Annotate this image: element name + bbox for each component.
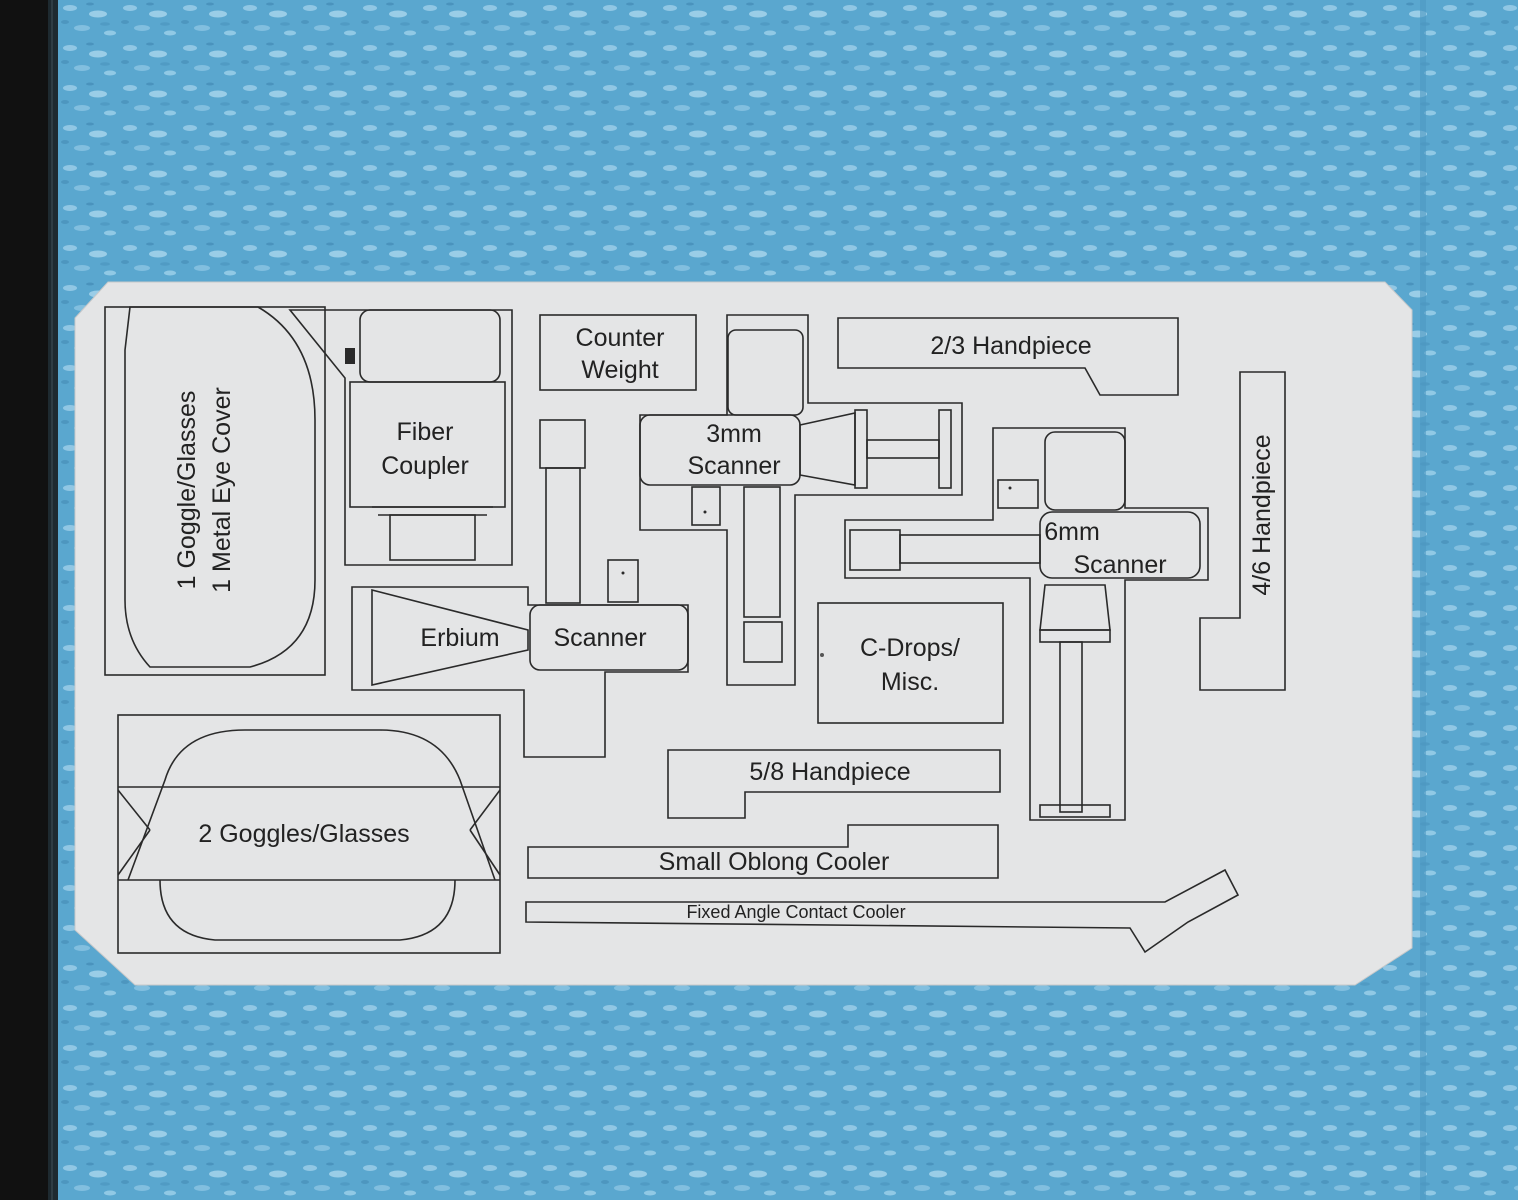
counter-weight-label-2: Weight (581, 356, 658, 384)
fiber-coupler-label-2: Coupler (381, 452, 469, 480)
handpiece-5-8-label: 5/8 Handpiece (749, 758, 910, 786)
case-frame (0, 0, 48, 1200)
erbium-label: Erbium (420, 624, 499, 652)
goggle-eye-cover-label-2: 1 Metal Eye Cover (208, 387, 236, 593)
c-drops-label-2: Misc. (881, 668, 939, 696)
counter-weight-label-1: Counter (576, 324, 665, 352)
handpiece-4-6-label: 4/6 Handpiece (1248, 434, 1276, 595)
goggle-eye-cover-label-1: 1 Goggle/Glasses (173, 391, 201, 590)
c-drops-label-1: C-Drops/ (860, 634, 960, 662)
scanner-6mm-label-2: Scanner (1073, 551, 1166, 579)
scanner-6mm-label-1: 6mm (1044, 518, 1100, 546)
fixed-angle-contact-cooler-label: Fixed Angle Contact Cooler (686, 902, 905, 922)
goggles-2-label: 2 Goggles/Glasses (198, 820, 409, 848)
handpiece-2-3-label: 2/3 Handpiece (930, 332, 1091, 360)
fiber-coupler-label-1: Fiber (397, 418, 454, 446)
scanner-label: Scanner (553, 624, 646, 652)
cutout-outlines (104, 306, 1286, 954)
scanner-3mm-label-2: Scanner (687, 452, 780, 480)
scanner-3mm-label-1: 3mm (706, 420, 762, 448)
panel-seam (1420, 0, 1426, 1200)
small-oblong-cooler-label: Small Oblong Cooler (659, 848, 890, 876)
